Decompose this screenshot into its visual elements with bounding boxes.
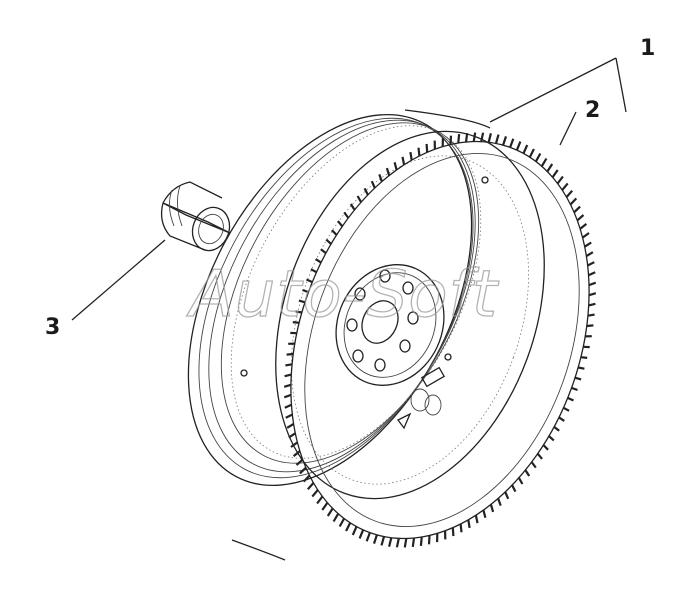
leader-line-3 <box>71 239 166 321</box>
watermark-text: Auto-Soft <box>186 258 500 332</box>
callout-3: 3 <box>45 315 60 340</box>
leader-lines <box>71 57 627 321</box>
callout-1: 1 <box>640 36 655 61</box>
leader-line-1b <box>615 57 627 113</box>
leader-line-1 <box>489 57 617 123</box>
timing-marks <box>397 366 446 430</box>
callout-2: 2 <box>585 98 600 123</box>
pilot-bushing <box>160 181 231 252</box>
gear-teeth-path <box>283 132 597 548</box>
ring-gear <box>283 132 597 548</box>
leader-line-2 <box>559 111 577 146</box>
